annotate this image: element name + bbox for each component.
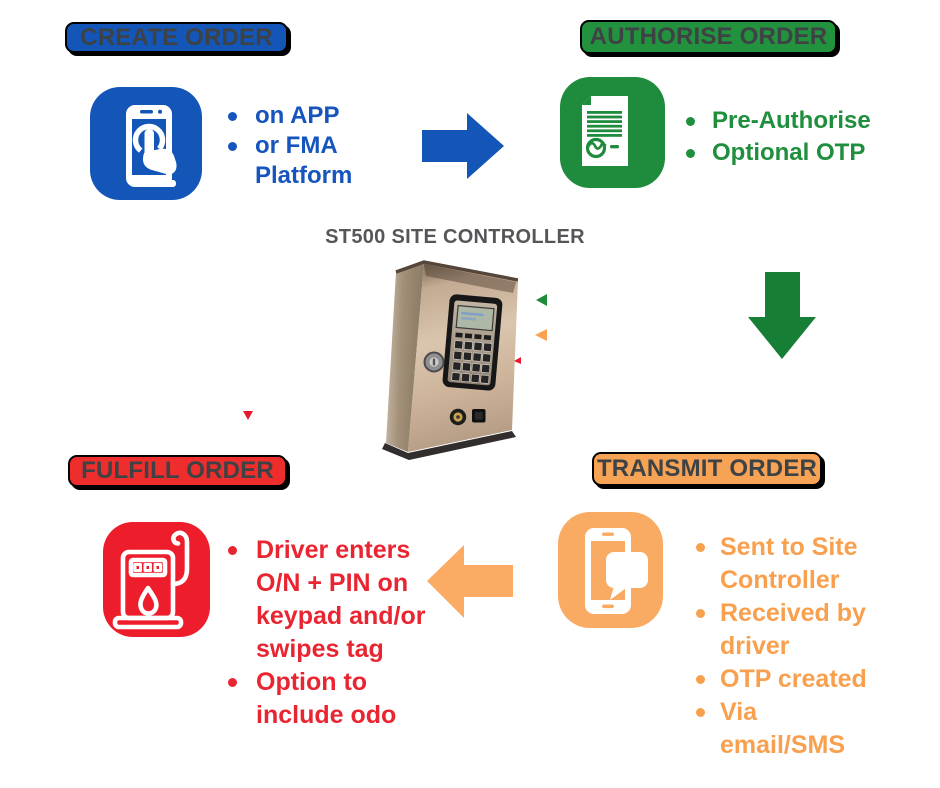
bullet-dot: [696, 609, 705, 618]
orange-arrowhead-to-controller: [535, 329, 547, 341]
arrow-down-authorise-to-transmit: [748, 272, 816, 359]
bullet-dot: [228, 546, 237, 555]
list-item: or FMA Platform: [228, 131, 352, 191]
arrow-right-create-to-authorise: [422, 113, 504, 179]
bullet-dot: [696, 708, 705, 717]
phone-message-icon: [558, 512, 663, 628]
authorise-order-label: AUTHORISE ORDER: [580, 20, 837, 54]
list-item: Driver enters O/N + PIN on keypad and/or…: [228, 534, 426, 666]
phone-touch-icon: [90, 87, 202, 200]
bullet-dot: [228, 678, 237, 687]
device-keypad-keys: [451, 340, 493, 384]
bullet-dot: [696, 543, 705, 552]
bullet-dot: [228, 112, 237, 121]
st500-device-photo: [382, 260, 519, 460]
device-keypad-panel: [442, 294, 503, 391]
arrow-left-transmit-to-fulfill: [427, 545, 513, 618]
list-item: Pre-Authorise: [686, 105, 871, 137]
fuel-pump-icon: [103, 522, 210, 637]
transmit-order-bullets: Sent to Site Controller Received by driv…: [696, 531, 867, 762]
list-item: on APP: [228, 101, 352, 131]
bullet-dot: [228, 142, 237, 151]
bullet-dot: [686, 149, 695, 158]
fulfill-order-label: FULFILL ORDER: [68, 455, 287, 487]
list-item: OTP created: [696, 663, 867, 696]
authorise-order-bullets: Pre-Authorise Optional OTP: [686, 105, 871, 169]
list-item: Option to include odo: [228, 666, 426, 732]
bullet-dot: [696, 675, 705, 684]
list-item: Received by driver: [696, 597, 867, 663]
list-item: Via email/SMS: [696, 696, 867, 762]
device-lock: [423, 351, 445, 373]
list-item: Optional OTP: [686, 137, 871, 169]
bullet-dot: [686, 117, 695, 126]
create-order-bullets: on APP or FMA Platform: [228, 101, 352, 191]
transmit-order-label: TRANSMIT ORDER: [592, 452, 822, 486]
list-item: Sent to Site Controller: [696, 531, 867, 597]
signed-document-icon: [560, 77, 665, 188]
device-keyswitch: [449, 408, 467, 426]
device-shadow: [382, 431, 516, 460]
create-order-label: CREATE ORDER: [65, 22, 288, 53]
green-arrowhead-to-controller: [536, 294, 547, 306]
red-arrowhead-to-fulfill: [243, 411, 253, 420]
fulfill-order-bullets: Driver enters O/N + PIN on keypad and/or…: [228, 534, 426, 732]
site-controller-title: ST500 SITE CONTROLLER: [325, 226, 585, 248]
